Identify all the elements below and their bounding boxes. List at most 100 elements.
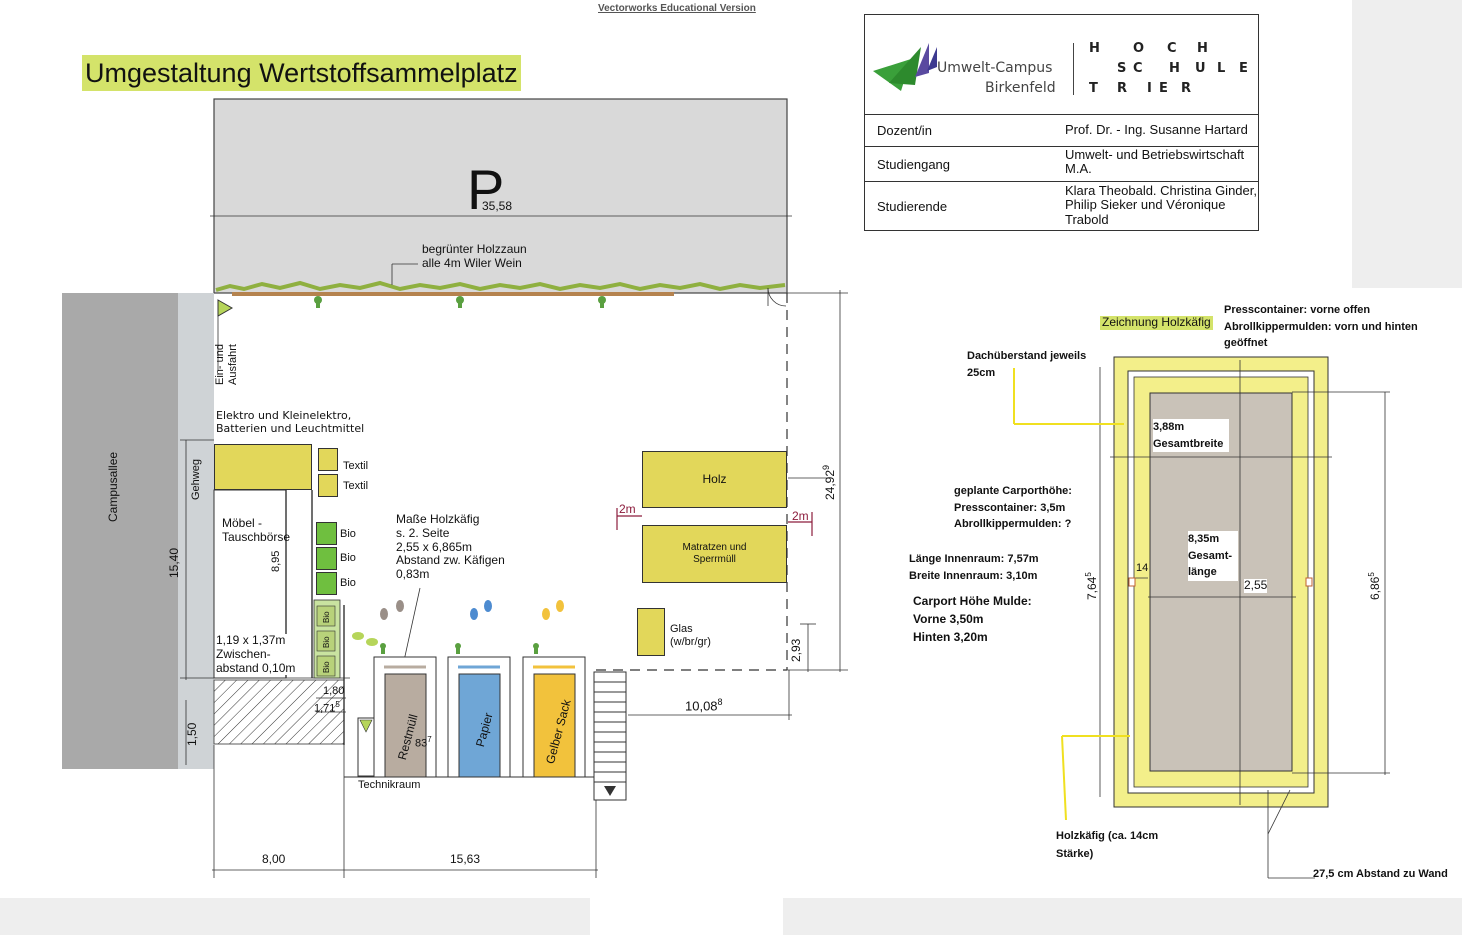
dim-furniture: 8,95 (270, 550, 282, 572)
wood-cage-note: Holzkäfig (ca. 14cm Stärke) (1056, 830, 1159, 860)
mattress-container: Matratzen und Sperrmüll (642, 525, 787, 583)
mattress-label: Matratzen und Sperrmüll (682, 542, 747, 565)
bio-label: Bio (340, 552, 356, 564)
wood-container: Holz (642, 451, 787, 508)
dim-10-08: 10,088 (685, 697, 723, 714)
bio-container (316, 547, 337, 570)
sidewalk-area (178, 293, 214, 769)
logo-text-line2: Birkenfeld (985, 80, 1056, 96)
plant-icon (314, 296, 606, 308)
bio-small-label: Bio (322, 636, 331, 648)
sidewalk-label: Gehweg (190, 459, 202, 500)
logo-divider (1073, 43, 1074, 95)
dim-right-total: 24,929 (821, 464, 837, 500)
dist-2m-right: 2m (792, 509, 809, 523)
dim-street: 15,40 (167, 547, 181, 578)
hs-letter: H (1169, 61, 1180, 76)
fence-segment (542, 292, 674, 296)
wood-label: Holz (702, 472, 727, 486)
title-block: Umwelt-Campus Birkenfeld H O C H S C H U… (864, 14, 1259, 231)
row-label: Studierende (877, 199, 948, 214)
watermark-text: Vectorworks Educational Version (598, 3, 756, 14)
title-block-row: Studierende Klara Theobald. Christina Gi… (865, 181, 1258, 232)
title-block-row: Studiengang Umwelt- und Betriebswirtscha… (865, 146, 1258, 182)
textil-container (318, 474, 338, 497)
glass-label: Glas (w/br/gr) (670, 623, 711, 648)
furniture-label: Möbel - Tauschbörse (222, 516, 291, 544)
carport-mulde-note: Carport Höhe Mulde: Vorne 3,50m Hinten 3… (913, 594, 1032, 644)
elektro-label: Elektro und Kleinelektro, Batterien und … (216, 409, 365, 435)
bio-small-label: Bio (322, 611, 331, 623)
dim-7-64: 7,645 (1084, 572, 1099, 600)
dim-bottom-right: 15,63 (450, 852, 481, 866)
dim-parking-width: 35,58 (482, 199, 513, 213)
footprints-icon (352, 600, 564, 646)
staircase (593, 671, 627, 801)
glass-container (637, 608, 665, 656)
street-area (62, 293, 178, 769)
row-value: Klara Theobald. Christina Ginder, Philip… (1065, 183, 1257, 227)
bio-label: Bio (340, 577, 356, 589)
hs-letter: O (1133, 41, 1145, 56)
total-length-note: 8,35m Gesamt- länge (1188, 531, 1239, 581)
background-panel (1352, 0, 1462, 288)
wall-distance-note: 27,5 cm Abstand zu Wand (1313, 868, 1448, 880)
hs-letter: T (1089, 81, 1098, 96)
technik-label: Technikraum (358, 779, 421, 791)
hs-letter: E (1239, 61, 1248, 76)
elektro-container (214, 444, 312, 490)
dim-street-bottom: 1,50 (185, 722, 199, 746)
entrance-flag-icon (217, 299, 234, 317)
hs-letter: S (1117, 61, 1127, 76)
roof-overhang-note: Dachüberstand jeweils 25cm (967, 350, 1087, 379)
bio-label: Bio (340, 528, 356, 540)
fence-segment (400, 292, 542, 296)
hs-letter: C (1133, 61, 1143, 76)
container-cages (344, 656, 596, 778)
row-value: Prof. Dr. - Ing. Susanne Hartard (1065, 122, 1248, 137)
university-logo-icon (873, 43, 937, 91)
logo-text-line1: Umwelt-Campus (937, 60, 1053, 76)
carport-height-note: geplante Carporthöhe: Presscontainer: 3,… (954, 485, 1072, 530)
fence-hedge (215, 280, 786, 292)
textil-label: Textil (343, 480, 369, 492)
inner-dims-note: Länge Innenraum: 7,57m Breite Innenraum:… (909, 553, 1039, 582)
hs-letter: C (1167, 41, 1177, 56)
dim-14: 14 (1136, 562, 1149, 574)
parking-symbol: P (467, 158, 505, 221)
background-panel (0, 898, 590, 935)
hs-letter: H (1089, 41, 1100, 56)
row-value: Umwelt- und Betriebswirtschaft M.A. (1065, 147, 1245, 177)
dist-2m-left: 2m (619, 502, 636, 516)
street-label: Campusallee (106, 451, 120, 522)
textil-container (318, 448, 338, 471)
hs-letter: E (1159, 81, 1168, 96)
dim-bottom-left: 8,00 (262, 852, 286, 866)
detail-title: Zeichnung Holzkäfig (1100, 315, 1213, 330)
page-title: Umgestaltung Wertstoffsammelplatz (82, 55, 521, 91)
fence-label: begrünter Holzzaun alle 4m Wiler Wein (422, 242, 527, 270)
dim-2-55: 2,55 (1244, 578, 1268, 593)
row-label: Studiengang (877, 157, 951, 172)
bio-small-label: Bio (322, 661, 331, 673)
hs-letter: L (1217, 61, 1226, 76)
dim-2-93: 2,93 (789, 638, 803, 662)
dim-6-86: 6,865 (1367, 572, 1382, 600)
total-width-note: 3,88m Gesamtbreite (1153, 419, 1230, 452)
note-container: Presscontainer: vorne offen Abrollkipper… (1224, 304, 1418, 349)
entrance-label: Ein- und Ausfahrt (214, 344, 239, 385)
background-panel (783, 898, 1462, 935)
bio-container (316, 572, 337, 595)
row-label: Dozent/in (877, 123, 932, 138)
hs-letter: R (1117, 81, 1128, 96)
dim-83: 837 (415, 735, 432, 750)
textil-label: Textil (343, 460, 369, 472)
dim-1-80: 1,80 (323, 685, 345, 697)
title-block-row: Dozent/in Prof. Dr. - Ing. Susanne Harta… (865, 114, 1258, 148)
hs-letter: R (1181, 81, 1192, 96)
cage-size-note: 1,19 x 1,37m Zwischen- abstand 0,10m (216, 633, 296, 676)
bio-container (316, 522, 337, 545)
hs-letter: H (1197, 41, 1208, 56)
hs-letter: U (1195, 61, 1206, 76)
